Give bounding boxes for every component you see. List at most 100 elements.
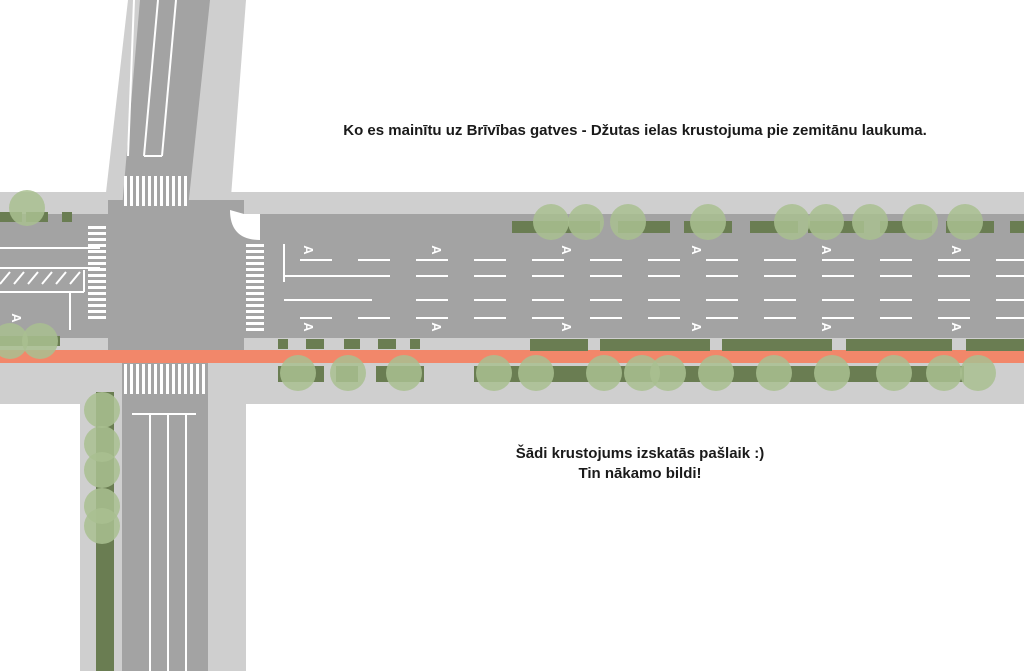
lane-arrow: A [559,245,574,255]
dashed-lane-mark [648,317,680,319]
crosswalk-stripe [246,322,264,325]
dashed-lane-mark [532,259,564,261]
tree-icon [9,190,45,226]
tree-icon [852,204,888,240]
tree-strip [306,339,324,349]
crosswalk-stripe [88,286,106,289]
dashed-lane-mark [532,299,564,301]
dashed-lane-mark [590,275,622,277]
dashed-lane-mark [706,259,738,261]
lane-arrow: A [949,322,964,332]
crosswalk-stripe [166,364,169,394]
tree-icon [386,355,422,391]
crosswalk-stripe [124,364,127,394]
crosswalk-stripe [88,238,106,241]
bike-lane [0,350,1024,363]
crosswalk-stripe [246,268,264,271]
dashed-lane-mark [880,275,912,277]
lane-arrow: A [689,322,704,332]
crosswalk-stripe [136,176,139,206]
dashed-lane-mark [764,275,796,277]
west-road [0,214,108,338]
crosswalk-stripe [160,364,163,394]
tree-icon [624,355,660,391]
crosswalk-stripe [88,256,106,259]
crosswalk-stripe [88,226,106,229]
tree-strip [600,339,710,351]
dashed-lane-mark [938,317,970,319]
crosswalk-stripe [130,176,133,206]
crosswalk-stripe [178,176,181,206]
tree-icon [476,355,512,391]
tree-strip [530,339,588,351]
west-road-markings [0,247,100,330]
crosswalk-stripe [246,250,264,253]
crosswalk-stripe [88,298,106,301]
tree-icon [22,323,58,359]
dashed-lane-mark [416,317,448,319]
dashed-lane-mark [996,317,1024,319]
status-line-2: Tin nākamo bildi! [578,465,702,482]
tree-strip [846,339,952,351]
dashed-lane-mark [300,259,332,261]
crosswalk-stripe [246,256,264,259]
crosswalk-stripe [246,262,264,265]
dashed-lane-mark [590,317,622,319]
crosswalks [88,176,264,394]
tree-icon [650,355,686,391]
tree-icon [756,355,792,391]
tree-icon [876,355,912,391]
dashed-lane-mark [706,299,738,301]
tree-icon [518,355,554,391]
dashed-lane-mark [648,299,680,301]
crosswalk-stripe [142,364,145,394]
crosswalk-stripe [196,364,199,394]
crosswalk-stripe [88,274,106,277]
dashed-lane-mark [300,317,332,319]
crosswalk-stripe [178,364,181,394]
crosswalk-stripe [88,292,106,295]
tree-icon [690,204,726,240]
tree-strip [722,339,832,351]
crosswalk-stripe [154,364,157,394]
tree-strip [344,339,360,349]
lane-arrow: A [949,245,964,255]
status-caption: Šādi krustojums izskatās pašlaik :) Tin … [480,444,800,484]
dashed-lane-mark [532,317,564,319]
crosswalk-stripe [124,176,127,206]
dashed-lane-mark [416,299,448,301]
crosswalk-stripe [246,244,264,247]
dashed-lane-mark [532,275,564,277]
status-line-1: Šādi krustojums izskatās pašlaik :) [515,445,765,462]
dashed-lane-mark [648,259,680,261]
crosswalk-stripe [88,316,106,319]
tree-icon [84,508,120,544]
lane-arrow: A [689,245,704,255]
tree-icon [902,204,938,240]
dashed-lane-mark [822,275,854,277]
dashed-lane-mark [880,317,912,319]
lane-arrow: A [301,322,316,332]
dashed-lane-mark [474,259,506,261]
crosswalk-stripe [88,244,106,247]
dashed-lane-mark [358,317,390,319]
dashed-lane-mark [706,317,738,319]
crosswalk-stripe [246,298,264,301]
crosswalk-stripe [148,176,151,206]
crosswalk-stripe [246,304,264,307]
crosswalk-stripe [136,364,139,394]
south-street-road [122,355,208,671]
tree-icon [698,355,734,391]
dashed-lane-mark [822,259,854,261]
tree-icon [84,426,120,462]
dashed-lane-mark [474,299,506,301]
lane-arrow: A [9,313,24,323]
tree-icon [84,392,120,428]
dashed-lane-mark [996,299,1024,301]
lane-arrow: A [559,322,574,332]
south-street-markings [132,413,196,671]
tree-icon [586,355,622,391]
dashed-lane-mark [590,259,622,261]
